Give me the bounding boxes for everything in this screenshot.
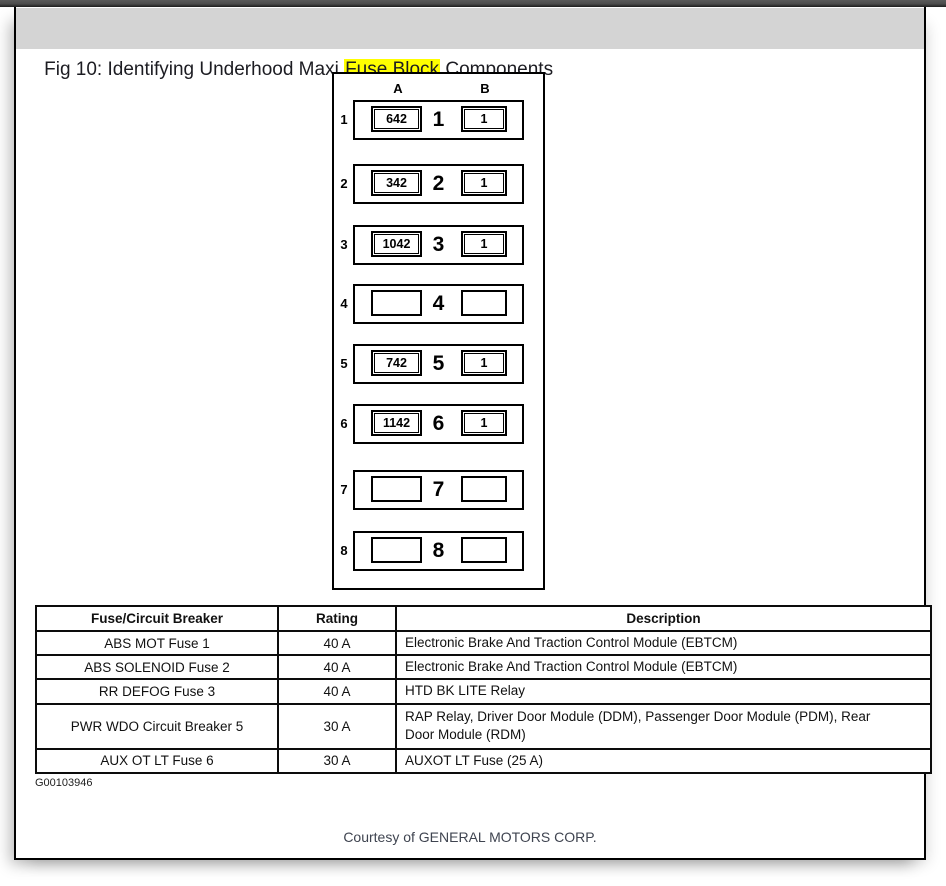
- fuse-slot-b: 1: [461, 106, 507, 132]
- table-cell: 40 A: [277, 678, 397, 705]
- fuse-slot-b: 1: [461, 231, 507, 257]
- table-cell: AUXOT LT Fuse (25 A): [395, 747, 932, 774]
- fuse-circuit-number: 642: [374, 109, 419, 129]
- fuse-circuit-number: 1142: [374, 413, 419, 433]
- table-cell: 40 A: [277, 629, 397, 657]
- fuse-slot-a: [371, 537, 422, 563]
- table-cell: 40 A: [277, 654, 397, 681]
- fuse-position-number: 8: [432, 539, 445, 562]
- table-cell: Electronic Brake And Traction Control Mo…: [395, 654, 932, 681]
- table-cell: RAP Relay, Driver Door Module (DDM), Pas…: [395, 702, 932, 750]
- row-slot-box: 7: [353, 470, 524, 510]
- fuse-position-number: 7: [432, 478, 445, 501]
- fuse-position-number: 2: [432, 172, 445, 195]
- fuse-circuit-number: 342: [374, 173, 419, 193]
- fuse-position-number: 3: [432, 233, 445, 256]
- window-top-edge: [0, 0, 946, 7]
- fuse-slot-b: [461, 537, 507, 563]
- figure-title-prefix: Fig 10: Identifying Underhood Maxi: [44, 59, 345, 80]
- fuse-circuit-number: 1: [464, 353, 504, 373]
- row-index-label: 6: [340, 416, 348, 431]
- table-cell: 30 A: [277, 702, 397, 750]
- table-cell: ABS MOT Fuse 1: [35, 629, 279, 657]
- row-index-label: 2: [340, 176, 348, 191]
- fuse-slot-b: 1: [461, 410, 507, 436]
- doc-id: G00103946: [35, 777, 93, 789]
- figure-page: Fig 10: Identifying Underhood Maxi Fuse …: [14, 7, 932, 860]
- fuse-position-number: 4: [432, 292, 445, 315]
- fuse-slot-a: 1142: [371, 410, 422, 436]
- fuse-slot-a: 742: [371, 350, 422, 376]
- column-label-a: A: [393, 81, 403, 96]
- fuse-position-number: 6: [432, 412, 445, 435]
- row-index-label: 8: [340, 543, 348, 558]
- row-index-label: 7: [340, 482, 348, 497]
- figure-title-bar: Fig 10: Identifying Underhood Maxi Fuse …: [16, 8, 924, 80]
- fuse-slot-a: [371, 290, 422, 316]
- table-cell: RR DEFOG Fuse 3: [35, 678, 279, 705]
- row-index-label: 3: [340, 237, 348, 252]
- fuse-slot-a: 1042: [371, 231, 422, 257]
- row-index-label: 4: [340, 296, 348, 311]
- row-slot-box: 4: [353, 284, 524, 324]
- fuse-position-number: 5: [432, 352, 445, 375]
- row-slot-box: 8: [353, 531, 524, 571]
- table-header-cell: Description: [395, 605, 932, 632]
- fuse-circuit-number: 1: [464, 173, 504, 193]
- fuse-circuit-number: 742: [374, 353, 419, 373]
- table-cell: Electronic Brake And Traction Control Mo…: [395, 629, 932, 657]
- table-cell: 30 A: [277, 747, 397, 774]
- row-index-label: 1: [340, 112, 348, 127]
- table-cell: PWR WDO Circuit Breaker 5: [35, 702, 279, 750]
- fuse-circuit-number: 1: [464, 109, 504, 129]
- fuse-position-number: 1: [432, 108, 445, 131]
- fuse-circuit-number: 1042: [374, 234, 419, 254]
- fuse-slot-a: 342: [371, 170, 422, 196]
- courtesy-note: Courtesy of GENERAL MOTORS CORP.: [343, 829, 597, 845]
- fuse-slot-a: [371, 476, 422, 502]
- table-cell: ABS SOLENOID Fuse 2: [35, 654, 279, 681]
- fuse-slot-a: 642: [371, 106, 422, 132]
- row-index-label: 5: [340, 356, 348, 371]
- table-header-cell: Rating: [277, 605, 397, 632]
- fuse-slot-b: [461, 476, 507, 502]
- fuse-circuit-number: 1: [464, 413, 504, 433]
- table-cell: HTD BK LITE Relay: [395, 678, 932, 705]
- fuse-circuit-number: 1: [464, 234, 504, 254]
- table-header-cell: Fuse/Circuit Breaker: [35, 605, 279, 632]
- fuse-slot-b: 1: [461, 170, 507, 196]
- fuse-slot-b: 1: [461, 350, 507, 376]
- column-label-b: B: [480, 81, 490, 96]
- table-cell: AUX OT LT Fuse 6: [35, 747, 279, 774]
- fuse-slot-b: [461, 290, 507, 316]
